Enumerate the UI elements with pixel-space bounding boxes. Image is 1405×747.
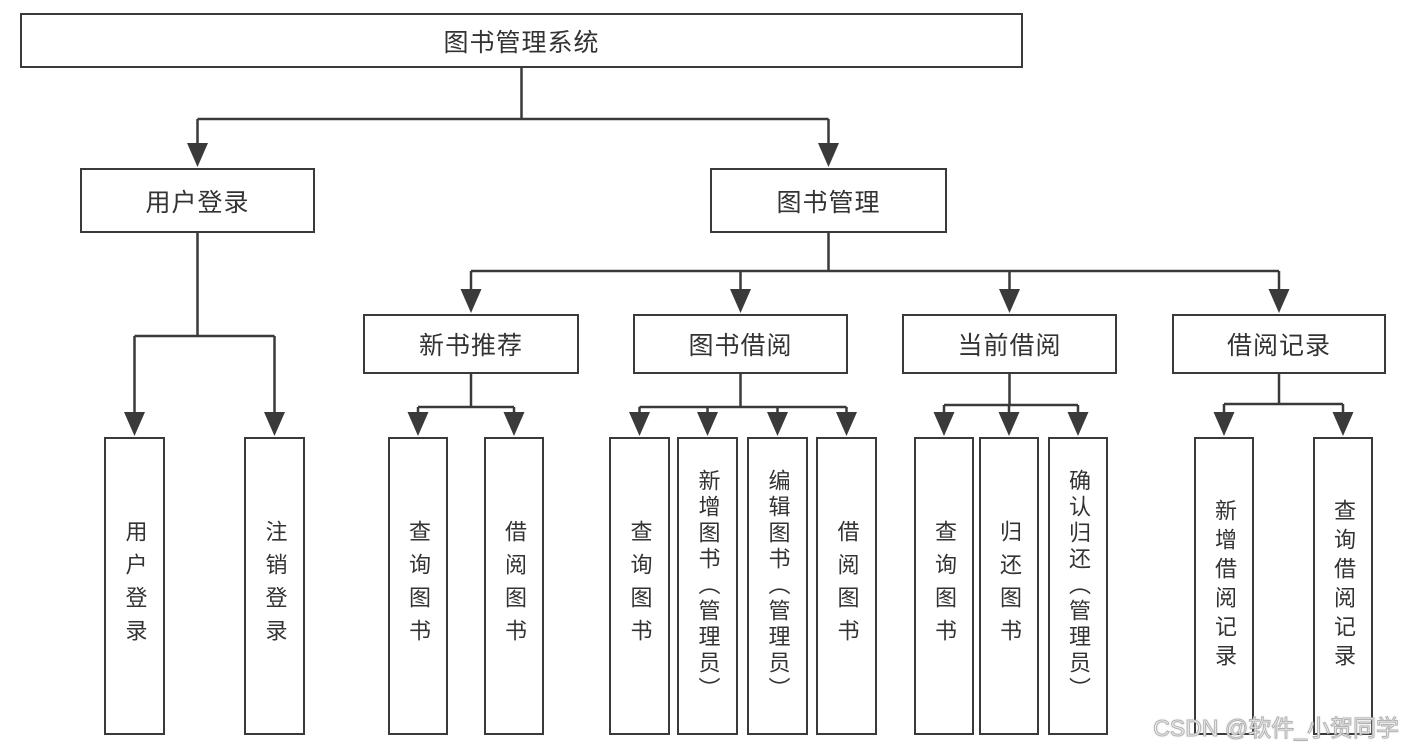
leaf-label: 查询图书 — [627, 520, 653, 652]
leaf-edit-books-admin: 编辑图书（管理员） — [747, 437, 808, 735]
leaf-query-books-borrow: 查询图书 — [609, 437, 670, 735]
connector-userlogin-branch — [133, 233, 276, 417]
arrowhead — [730, 289, 751, 313]
arrowhead — [1213, 412, 1235, 436]
connector-bookborrow-branch — [638, 374, 848, 417]
arrowhead — [697, 412, 718, 436]
arrowhead — [264, 412, 285, 436]
arrowhead — [503, 412, 525, 436]
node-label: 用户登录 — [145, 188, 250, 217]
leaf-label: 用户登录 — [122, 520, 148, 652]
node-label: 当前借阅 — [957, 332, 1062, 360]
arrowhead — [407, 412, 429, 436]
arrowhead — [187, 143, 208, 167]
watermark: CSDN @软件_小贺同学 — [1153, 715, 1400, 742]
leaf-label: 新增借阅记录 — [1212, 499, 1237, 673]
leaf-query-borrow-record: 查询借阅记录 — [1313, 437, 1373, 735]
arrowhead — [1268, 289, 1290, 313]
connector-root-to-level2 — [196, 68, 830, 148]
node-new-book-recommend: 新书推荐 — [363, 314, 579, 374]
leaf-query-books-current: 查询图书 — [914, 437, 974, 735]
arrowhead — [998, 412, 1020, 436]
node-label: 借阅记录 — [1226, 332, 1331, 360]
node-borrowing-records: 借阅记录 — [1172, 314, 1386, 374]
arrowhead — [836, 412, 857, 436]
connector-newbook-branch — [416, 374, 516, 417]
node-label: 图书管理 — [776, 188, 881, 217]
node-library-management-system: 图书管理系统 — [20, 13, 1023, 68]
leaf-label: 借阅图书 — [834, 520, 860, 652]
connector-borrowrecord-branch — [1222, 374, 1345, 417]
leaf-label: 新增图书（管理员） — [695, 469, 721, 703]
leaf-label: 查询借阅记录 — [1331, 499, 1356, 673]
leaf-user-login: 用户登录 — [104, 437, 165, 735]
arrowhead — [1332, 412, 1354, 436]
leaf-label: 查询图书 — [406, 520, 431, 652]
node-book-management: 图书管理 — [710, 168, 947, 233]
arrowhead — [124, 412, 145, 436]
node-book-borrowing: 图书借阅 — [633, 314, 848, 374]
leaf-label: 编辑图书（管理员） — [765, 469, 791, 703]
leaf-query-books-recommend: 查询图书 — [388, 437, 448, 735]
arrowhead — [999, 289, 1020, 313]
connector-currentborrow-branch — [942, 374, 1080, 417]
leaf-label: 注销登录 — [262, 520, 288, 652]
arrowhead — [818, 143, 839, 167]
arrowhead — [460, 289, 482, 313]
node-current-borrowing: 当前借阅 — [902, 314, 1117, 374]
connector-bookmgmt-to-level3 — [469, 233, 1281, 294]
arrowhead — [767, 412, 788, 436]
leaf-add-borrow-record: 新增借阅记录 — [1194, 437, 1254, 735]
leaf-confirm-return-admin: 确认归还（管理员） — [1048, 437, 1108, 735]
leaf-borrow-books-recommend: 借阅图书 — [484, 437, 544, 735]
arrowhead — [933, 412, 955, 436]
leaf-borrow-books: 借阅图书 — [816, 437, 877, 735]
leaf-label: 归还图书 — [997, 520, 1022, 652]
node-user-login: 用户登录 — [80, 168, 315, 233]
leaf-add-books-admin: 新增图书（管理员） — [677, 437, 738, 735]
node-label: 图书管理系统 — [443, 28, 600, 57]
arrowhead — [1067, 412, 1089, 436]
leaf-logout: 注销登录 — [244, 437, 305, 735]
leaf-label: 查询图书 — [932, 520, 957, 652]
node-label: 新书推荐 — [418, 332, 523, 360]
leaf-label: 借阅图书 — [502, 520, 527, 652]
node-label: 图书借阅 — [688, 332, 793, 360]
leaf-return-books: 归还图书 — [979, 437, 1039, 735]
arrowhead — [629, 412, 650, 436]
leaf-label: 确认归还（管理员） — [1066, 469, 1091, 703]
